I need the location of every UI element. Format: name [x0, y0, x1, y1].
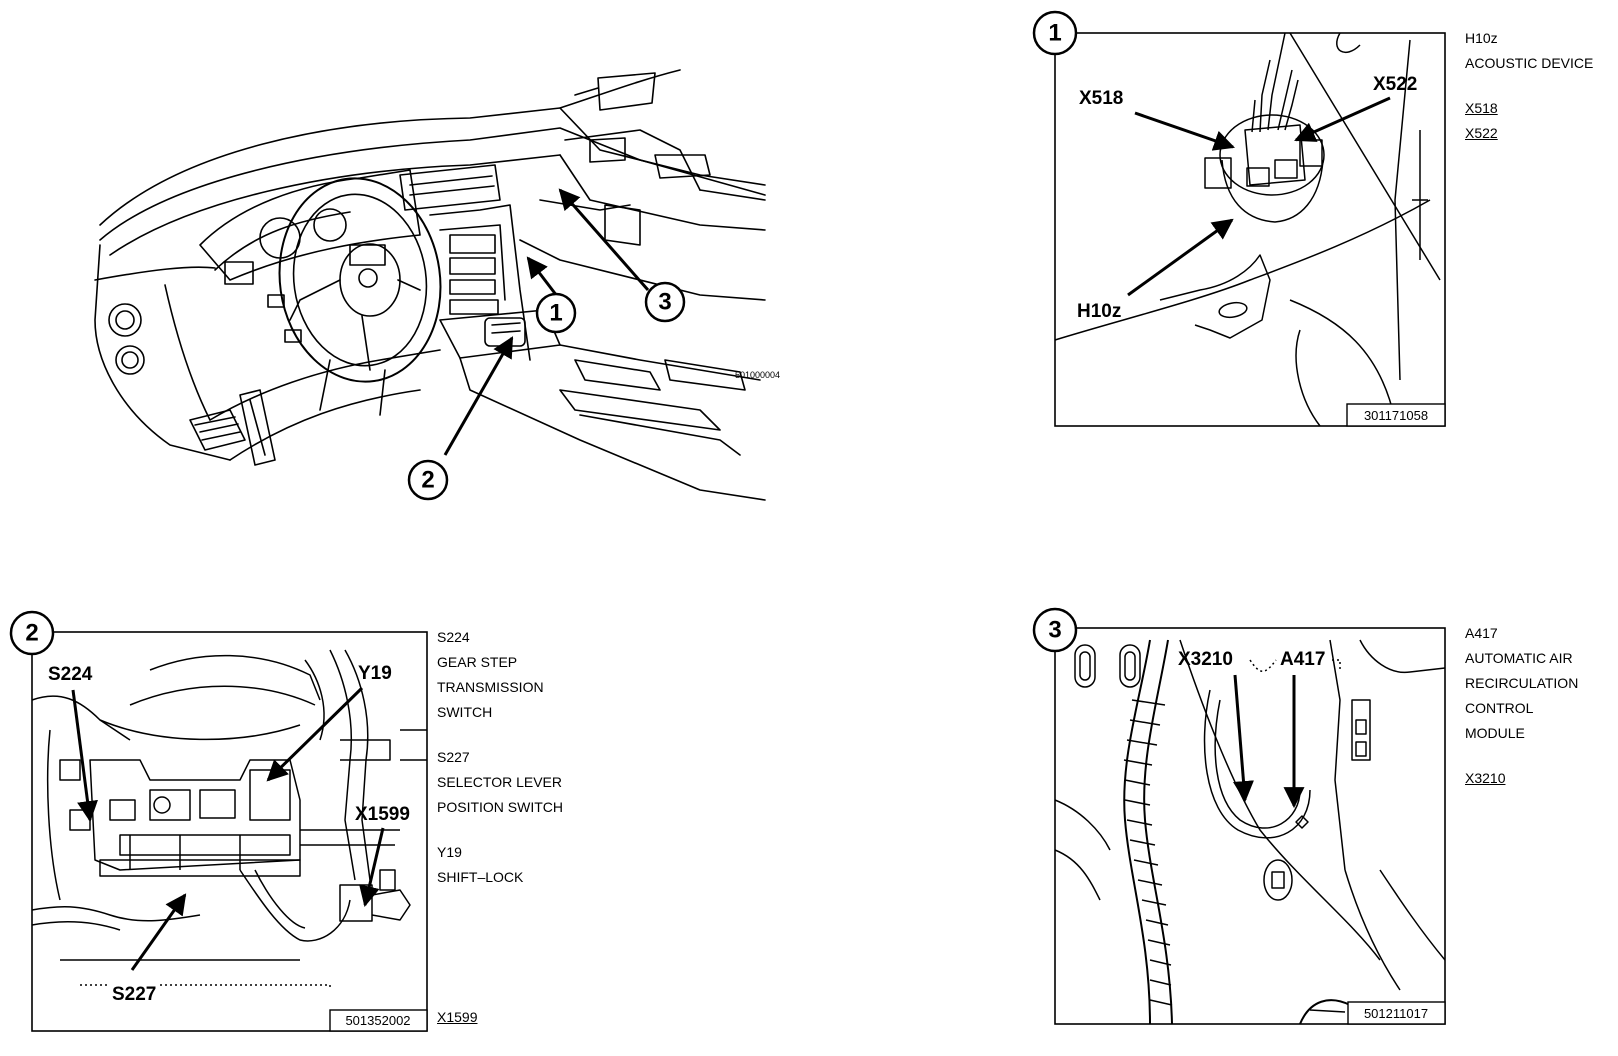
panel-3-air-recirculation-module: X3210 A417 3 501211017 [1032, 607, 1446, 1025]
legend-code-s224: S224 [437, 629, 470, 645]
panel-2-frame [31, 631, 428, 1032]
legend-desc-y19: SHIFT–LOCK [437, 869, 524, 885]
panel-3-ref-box [1347, 1001, 1446, 1025]
callout-3-badge: 3 [644, 281, 686, 323]
callout-2-badge: 2 [407, 459, 449, 501]
panel-2-legend: S224 GEAR STEP TRANSMISSION SWITCH S227 … [437, 625, 563, 890]
dashboard-overview-illustration [94, 69, 766, 501]
legend-connector-x3210: X3210 [1465, 770, 1506, 786]
legend-desc-s224-line2: TRANSMISSION [437, 679, 544, 695]
panel-1-arrow-x518 [1134, 111, 1235, 151]
legend-code-a417: A417 [1465, 625, 1498, 641]
legend-code-h10z: H10z [1465, 30, 1498, 46]
panel-1-ref-code: 301171058 [1364, 408, 1428, 423]
legend-desc-a417-line3: CONTROL [1465, 700, 1534, 716]
panel-2-arrow-s224 [71, 689, 98, 823]
callout-2-number: 2 [421, 467, 434, 494]
callout-3-number: 3 [658, 289, 671, 316]
panel-2-label-s224: S224 [48, 664, 93, 685]
panel-2-arrow-x1599 [359, 827, 385, 908]
panel-1-arrow-x522 [1294, 96, 1391, 142]
panel-3-number: 3 [1048, 617, 1061, 644]
panel-1-acoustic-device: X518 X522 H10z 1 301171058 [1032, 10, 1446, 427]
legend-desc-s227-line2: POSITION SWITCH [437, 799, 563, 815]
callout-1-number: 1 [549, 300, 562, 327]
legend-desc-a417-line2: RECIRCULATION [1465, 675, 1579, 691]
panel-2-ref-box [329, 1009, 428, 1032]
panel-3-ref-code: 501211017 [1364, 1006, 1428, 1021]
legend-desc-a417-line1: AUTOMATIC AIR [1465, 650, 1573, 666]
overview-callouts: 1 2 3 501000004 [407, 188, 780, 501]
panel-1-ref-box [1346, 403, 1446, 427]
legend-desc-s224-line3: SWITCH [437, 704, 493, 720]
legend-connector-x518: X518 [1465, 100, 1498, 116]
panel-3-arrow-x3210 [1233, 674, 1254, 803]
panel-3-legend: A417 AUTOMATIC AIR RECIRCULATION CONTROL… [1465, 621, 1578, 791]
panel-3-label-a417: A417 [1280, 649, 1325, 670]
legend-desc-a417-line4: MODULE [1465, 725, 1525, 741]
panel-2-label-x1599: X1599 [355, 804, 410, 825]
panel-1-badge [1032, 10, 1078, 56]
panel-2-arrow-s227 [130, 893, 187, 971]
panel-1-label-x518: X518 [1079, 88, 1123, 109]
panel-1-frame [1054, 32, 1446, 427]
panel-1-label-h10z: H10z [1077, 301, 1121, 322]
legend-desc-acoustic-device: ACOUSTIC DEVICE [1465, 55, 1594, 71]
panel-2-label-s227: S227 [112, 984, 156, 1005]
panel-2-badge [9, 610, 55, 656]
panel-2-legend-connector: X1599 [437, 1005, 477, 1030]
legend-desc-s227-line1: SELECTOR LEVER [437, 774, 563, 790]
legend-desc-s224-line1: GEAR STEP [437, 654, 518, 670]
legend-connector-x522: X522 [1465, 125, 1498, 141]
panel-2-selector-lever: S224 Y19 X1599 S227 2 501352002 [9, 610, 428, 1032]
arrow-callout-3 [558, 188, 650, 291]
callout-1-badge: 1 [535, 292, 577, 334]
legend-connector-x1599: X1599 [437, 1009, 478, 1025]
panel-1-label-x522: X522 [1373, 74, 1417, 95]
panel-2-label-y19: Y19 [358, 663, 392, 684]
legend-code-y19: Y19 [437, 844, 462, 860]
panel-3-label-x3210: X3210 [1178, 649, 1233, 670]
arrow-callout-2 [443, 336, 514, 456]
panel-1-legend: H10z ACOUSTIC DEVICE X518 X522 [1465, 26, 1593, 146]
panel-1-arrow-h10z [1127, 218, 1234, 297]
panel-3-badge [1032, 607, 1078, 653]
panel-2-number: 2 [25, 620, 38, 647]
panel-2-arrow-y19 [266, 686, 364, 782]
panel-1-number: 1 [1048, 20, 1061, 47]
overview-image-ref: 501000004 [735, 370, 780, 380]
panel-2-ref-code: 501352002 [345, 1013, 410, 1028]
legend-code-s227: S227 [437, 749, 470, 765]
